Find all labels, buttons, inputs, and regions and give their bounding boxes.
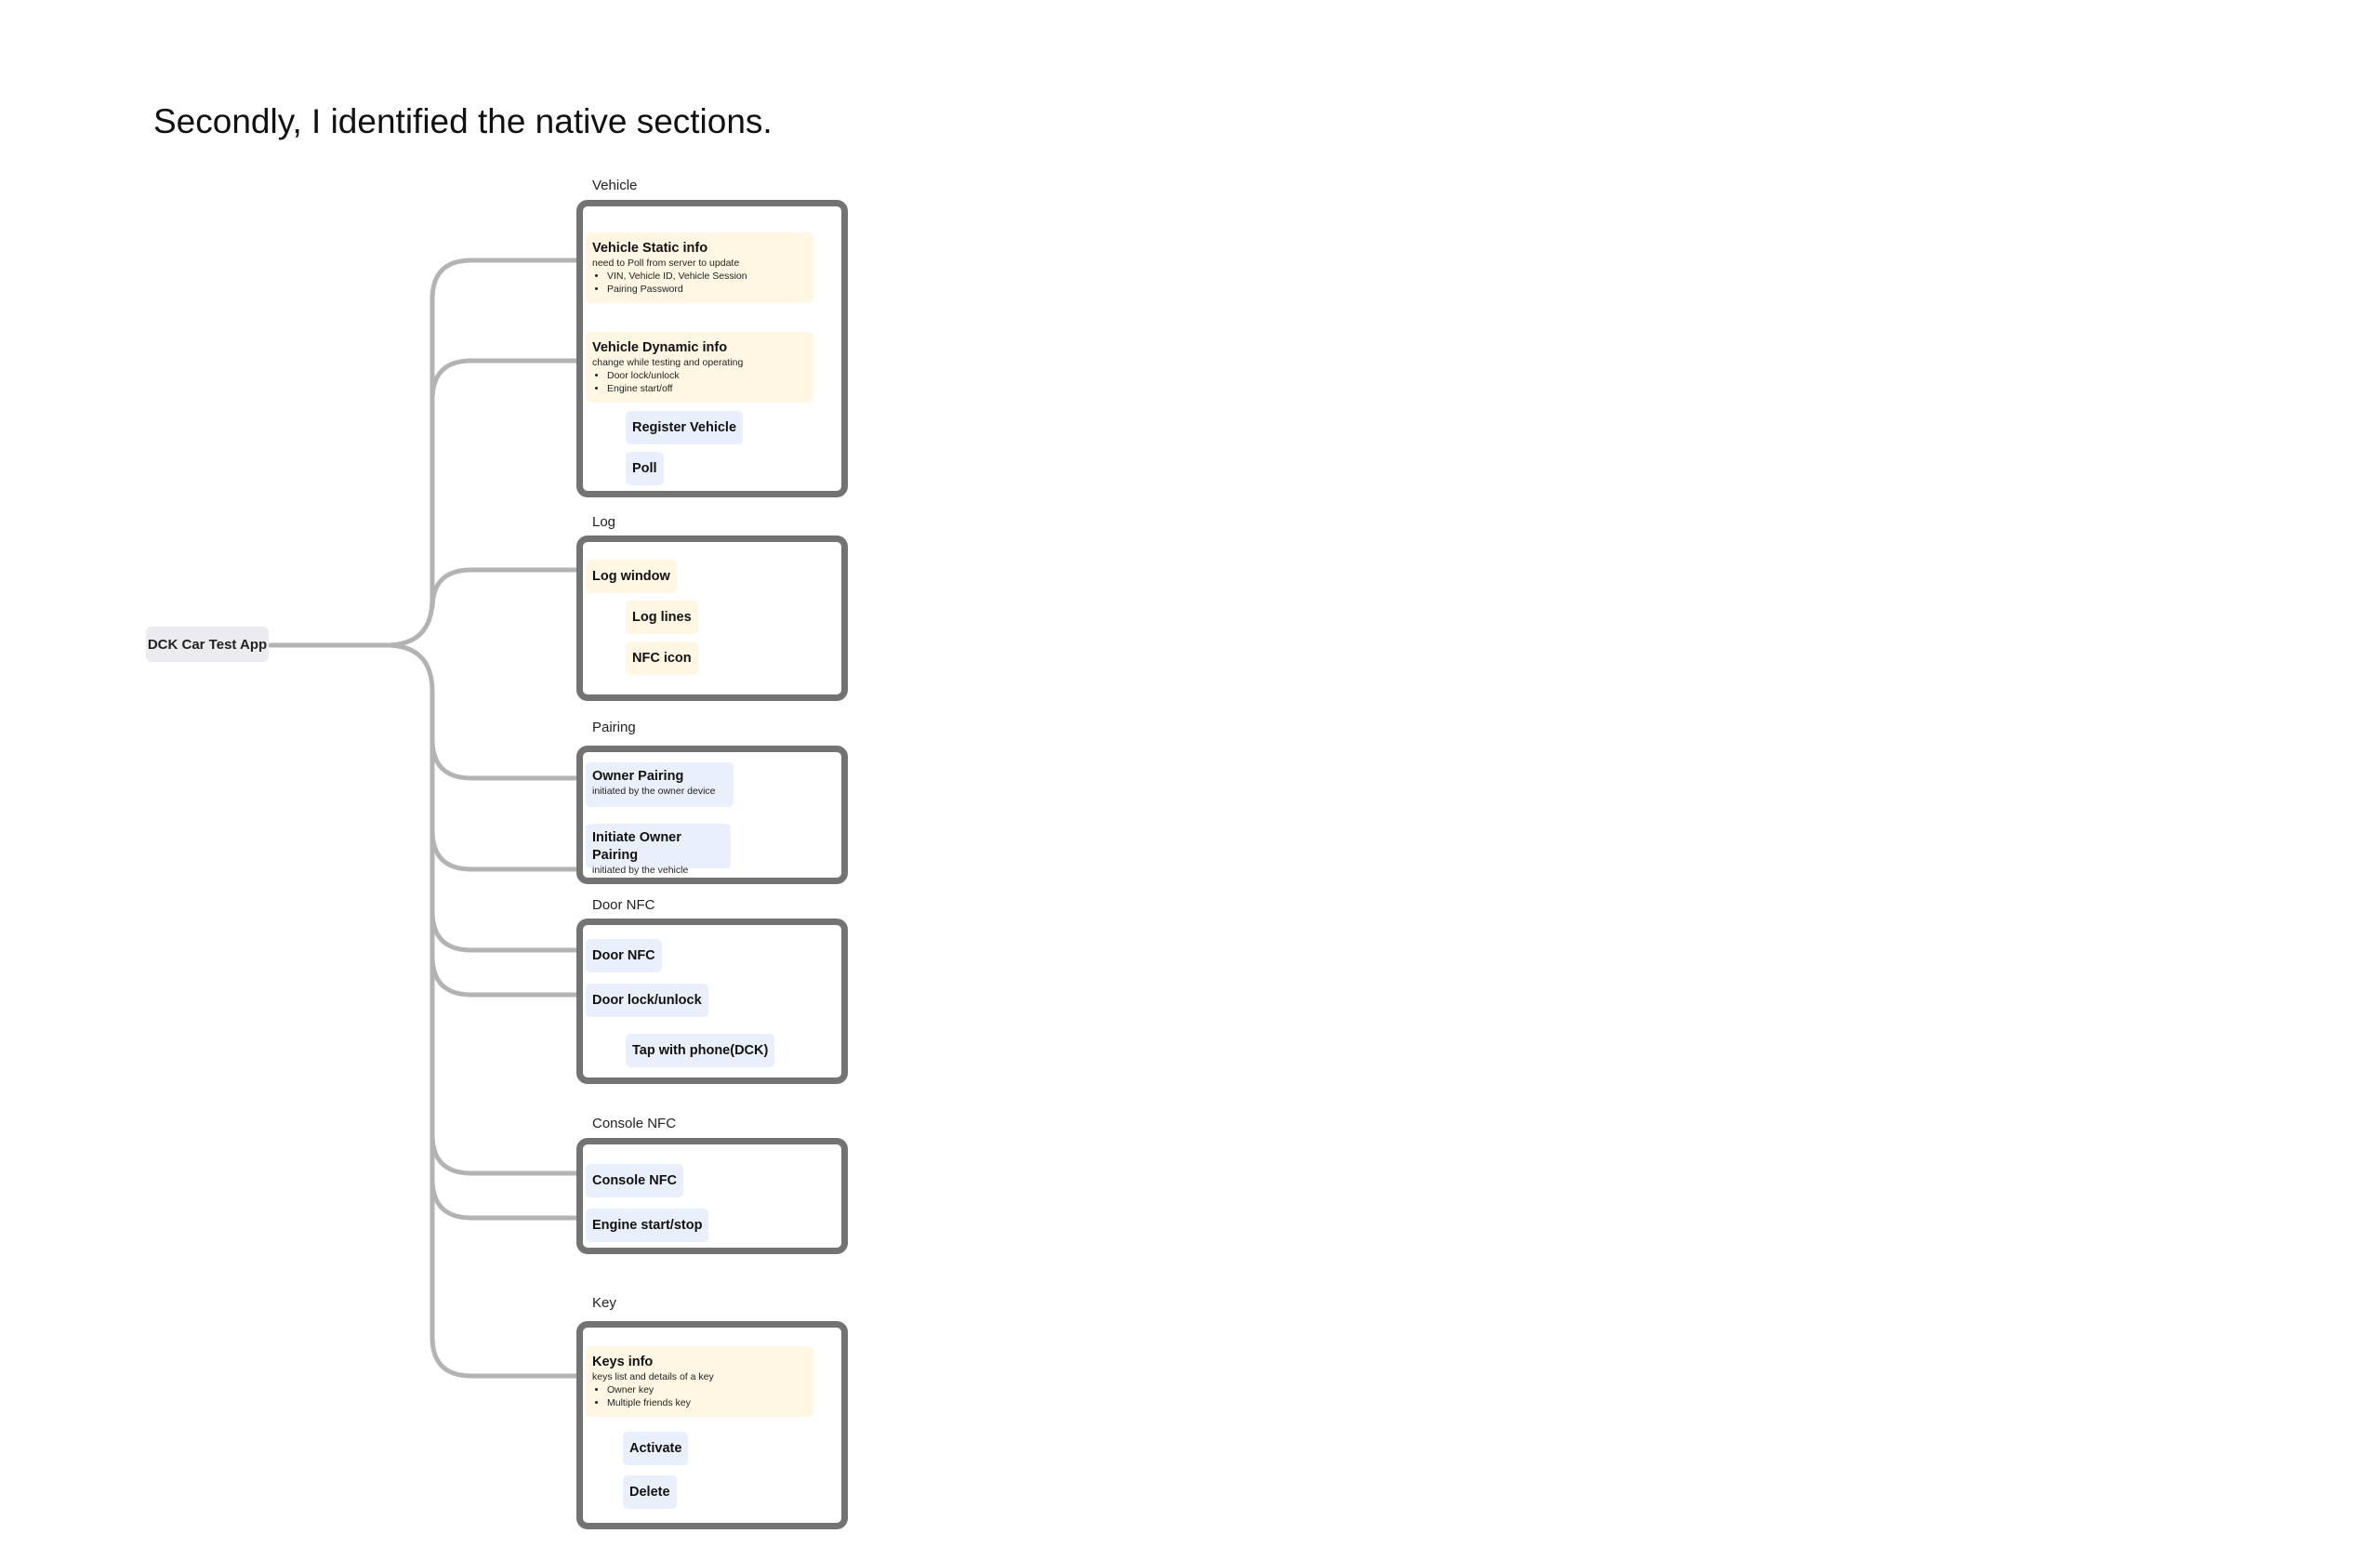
card-vehicle-static-info[interactable]: Vehicle Static info need to Poll from se…	[586, 232, 813, 303]
card-title: Keys info	[592, 1355, 654, 1369]
section-title-log: Log	[592, 514, 616, 530]
connector-engine-start-stop	[430, 1131, 590, 1221]
section-title-vehicle: Vehicle	[592, 178, 638, 193]
delete-button[interactable]: Delete	[623, 1475, 677, 1509]
section-door-nfc: Door NFC Door lock/unlock Tap with phone…	[576, 919, 848, 1084]
bullet-item: Multiple friends key	[607, 1397, 807, 1410]
tap-with-phone-node[interactable]: Tap with phone(DCK)	[626, 1034, 775, 1067]
page-heading: Secondly, I identified the native sectio…	[153, 102, 773, 140]
connector-keys-info	[430, 1176, 590, 1379]
engine-start-stop-node[interactable]: Engine start/stop	[586, 1209, 709, 1242]
card-bullets: Door lock/unlock Engine start/off	[592, 370, 807, 396]
log-lines-node[interactable]: Log lines	[626, 601, 698, 634]
card-title: Initiate Owner Pairing	[592, 830, 681, 863]
section-title-key: Key	[592, 1295, 616, 1311]
connector-owner-pairing	[383, 642, 590, 781]
card-title: Owner Pairing	[592, 769, 684, 784]
root-node[interactable]: DCK Car Test App	[146, 627, 269, 662]
section-vehicle: Vehicle Static info need to Poll from se…	[576, 200, 848, 497]
log-window-node[interactable]: Log window	[586, 560, 677, 593]
poll-button[interactable]: Poll	[626, 452, 664, 485]
card-description: initiated by the vehicle	[592, 864, 689, 876]
card-initiate-owner-pairing[interactable]: Initiate Owner Pairing initiated by the …	[586, 824, 731, 876]
connector-console-nfc	[430, 953, 590, 1176]
bullet-item: Engine start/off	[607, 383, 807, 396]
card-description: change while testing and operating	[592, 356, 744, 368]
connector-door-nfc	[430, 827, 590, 953]
section-key: Keys info keys list and details of a key…	[576, 1321, 848, 1529]
connector-vehicle-static	[267, 258, 590, 648]
card-description: keys list and details of a key	[592, 1370, 714, 1382]
card-bullets: Owner key Multiple friends key	[592, 1384, 807, 1410]
section-pairing: Owner Pairing initiated by the owner dev…	[576, 746, 848, 884]
section-title-door-nfc: Door NFC	[592, 897, 655, 913]
nfc-icon-node[interactable]: NFC icon	[626, 641, 698, 675]
section-log: Log window Log lines NFC icon	[576, 536, 848, 701]
bullet-item: Pairing Password	[607, 284, 807, 297]
connector-log-window	[430, 567, 590, 609]
card-description: initiated by the owner device	[592, 785, 716, 797]
section-console-nfc: Console NFC Engine start/stop	[576, 1138, 848, 1254]
card-vehicle-dynamic-info[interactable]: Vehicle Dynamic info change while testin…	[586, 332, 813, 403]
card-bullets: VIN, Vehicle ID, Vehicle Session Pairing…	[592, 271, 807, 297]
card-description: need to Poll from server to update	[592, 257, 740, 269]
connector-door-lock	[430, 908, 590, 998]
section-title-console-nfc: Console NFC	[592, 1116, 677, 1131]
bullet-item: VIN, Vehicle ID, Vehicle Session	[607, 271, 807, 284]
activate-button[interactable]: Activate	[623, 1432, 689, 1465]
door-nfc-node[interactable]: Door NFC	[586, 939, 662, 972]
connector-vehicle-dynamic	[430, 358, 590, 602]
door-lock-unlock-node[interactable]: Door lock/unlock	[586, 984, 708, 1017]
register-vehicle-button[interactable]: Register Vehicle	[626, 411, 744, 444]
bullet-item: Owner key	[607, 1384, 807, 1397]
card-title: Vehicle Dynamic info	[592, 340, 728, 355]
section-title-pairing: Pairing	[592, 720, 636, 735]
card-keys-info[interactable]: Keys info keys list and details of a key…	[586, 1346, 813, 1417]
console-nfc-node[interactable]: Console NFC	[586, 1164, 684, 1197]
bullet-item: Door lock/unlock	[607, 370, 807, 383]
card-title: Vehicle Static info	[592, 241, 708, 256]
card-owner-pairing[interactable]: Owner Pairing initiated by the owner dev…	[586, 762, 734, 807]
